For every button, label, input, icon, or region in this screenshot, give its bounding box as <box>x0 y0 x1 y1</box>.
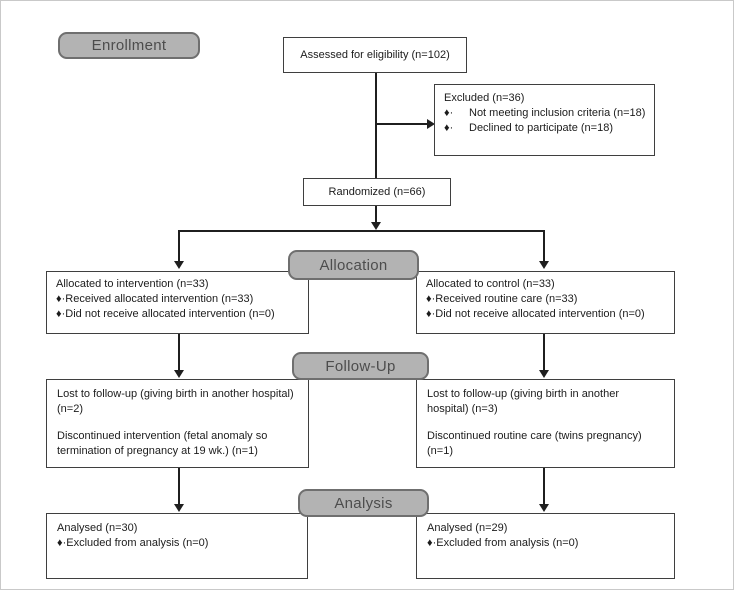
randomized-box: Randomized (n=66) <box>303 178 451 206</box>
assessed-eligibility-text: Assessed for eligibility (n=102) <box>300 48 450 61</box>
allocation-control-item: ♦· Did not receive allocated interventio… <box>426 307 668 322</box>
arrowhead-followup-left <box>174 370 184 378</box>
allocation-intervention-item: ♦· Received allocated intervention (n=33… <box>56 292 302 307</box>
connector-followup-to-analysis-right <box>543 468 545 505</box>
connector-control-to-followup <box>543 334 545 371</box>
excluded-title: Excluded (n=36) <box>444 92 525 104</box>
allocation-control-item-text: Received routine care (n=33) <box>435 292 578 305</box>
arrowhead-excluded <box>427 119 435 129</box>
arrowhead-followup-right <box>539 370 549 378</box>
analysis-control-box: Analysed (n=29) ♦· Excluded from analysi… <box>416 513 675 579</box>
bullet-icon: ♦· <box>57 536 67 549</box>
arrowhead-analysis-right <box>539 504 549 512</box>
connector-to-excluded <box>376 123 427 125</box>
analysis-intervention-box: Analysed (n=30) ♦· Excluded from analysi… <box>46 513 308 579</box>
connector-split-to-control <box>543 230 545 262</box>
followup-stage-badge: Follow-Up <box>292 352 429 380</box>
bullet-icon: ♦· <box>426 292 436 305</box>
connector-assessed-to-randomized <box>375 72 377 178</box>
enrollment-stage-label: Enrollment <box>91 37 167 54</box>
followup-stage-label: Follow-Up <box>325 357 396 375</box>
connector-split-horizontal <box>178 230 545 232</box>
connector-randomized-down <box>375 206 377 223</box>
allocation-control-item: ♦· Received routine care (n=33) <box>426 292 668 307</box>
allocation-intervention-item-text: Received allocated intervention (n=33) <box>65 292 254 305</box>
allocation-stage-badge: Allocation <box>288 250 419 280</box>
analysis-control-title: Analysed (n=29) <box>427 522 508 534</box>
analysis-control-item-text: Excluded from analysis (n=0) <box>436 536 579 549</box>
allocation-control-title: Allocated to control (n=33) <box>426 278 555 290</box>
followup-intervention-paragraph: Lost to follow-up (giving birth in anoth… <box>57 388 294 415</box>
connector-followup-to-analysis-left <box>178 468 180 505</box>
analysis-stage-label: Analysis <box>334 494 393 512</box>
excluded-item-text: Not meeting inclusion criteria (n=18) <box>469 106 646 119</box>
randomized-text: Randomized (n=66) <box>328 185 426 198</box>
arrowhead-randomized-split <box>371 222 381 230</box>
analysis-stage-badge: Analysis <box>298 489 429 517</box>
excluded-box: Excluded (n=36) ♦· Not meeting inclusion… <box>434 84 655 156</box>
allocation-control-box: Allocated to control (n=33) ♦· Received … <box>416 271 675 334</box>
analysis-intervention-item-text: Excluded from analysis (n=0) <box>66 536 209 549</box>
allocation-intervention-item-text: Did not receive allocated intervention (… <box>65 307 275 320</box>
followup-intervention-box: Lost to follow-up (giving birth in anoth… <box>46 379 309 468</box>
connector-split-to-intervention <box>178 230 180 262</box>
bullet-icon: ♦· <box>426 307 436 320</box>
followup-control-paragraph: Lost to follow-up (giving birth in anoth… <box>427 388 619 415</box>
analysis-intervention-title: Analysed (n=30) <box>57 522 138 534</box>
arrowhead-control <box>539 261 549 269</box>
enrollment-stage-badge: Enrollment <box>58 32 200 59</box>
arrowhead-intervention <box>174 261 184 269</box>
allocation-intervention-box: Allocated to intervention (n=33) ♦· Rece… <box>46 271 309 334</box>
bullet-icon: ♦· <box>56 307 66 320</box>
excluded-item: ♦· Not meeting inclusion criteria (n=18) <box>444 106 646 121</box>
followup-intervention-paragraph: Discontinued intervention (fetal anomaly… <box>57 429 268 457</box>
bullet-icon: ♦· <box>444 121 454 134</box>
followup-control-paragraph: Discontinued routine care (twins pregnan… <box>427 429 642 457</box>
followup-control-box: Lost to follow-up (giving birth in anoth… <box>416 379 675 468</box>
excluded-item-text: Declined to participate (n=18) <box>469 121 613 134</box>
arrowhead-analysis-left <box>174 504 184 512</box>
allocation-intervention-item: ♦· Did not receive allocated interventio… <box>56 307 302 322</box>
allocation-intervention-title: Allocated to intervention (n=33) <box>56 278 209 290</box>
connector-intervention-to-followup <box>178 334 180 371</box>
bullet-icon: ♦· <box>56 292 66 305</box>
allocation-control-item-text: Did not receive allocated intervention (… <box>435 307 645 320</box>
analysis-control-item: ♦· Excluded from analysis (n=0) <box>427 536 668 551</box>
excluded-item: ♦· Declined to participate (n=18) <box>444 121 646 136</box>
allocation-stage-label: Allocation <box>319 256 388 274</box>
analysis-intervention-item: ♦· Excluded from analysis (n=0) <box>57 536 301 551</box>
bullet-icon: ♦· <box>427 536 437 549</box>
bullet-icon: ♦· <box>444 106 454 119</box>
assessed-eligibility-box: Assessed for eligibility (n=102) <box>283 37 467 73</box>
